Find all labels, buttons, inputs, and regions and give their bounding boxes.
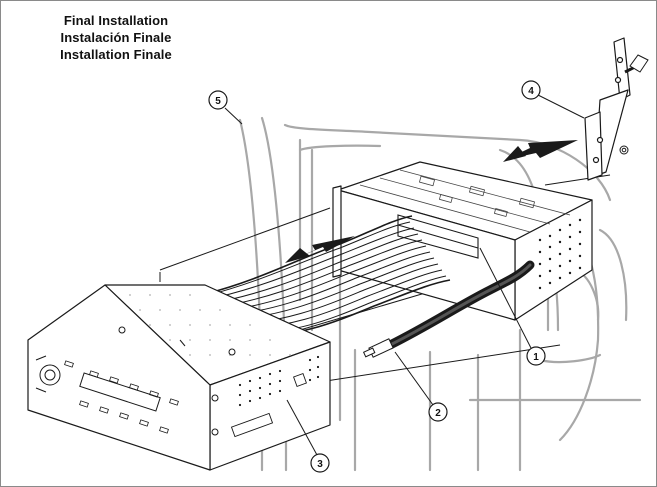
callout-2: 2 — [428, 402, 448, 422]
callout-2-label: 2 — [435, 408, 441, 419]
callout-5: 5 — [208, 90, 228, 110]
mounting-sleeve — [332, 161, 593, 321]
radio-side-label — [230, 373, 307, 438]
callout-3-label: 3 — [317, 459, 323, 470]
antenna-cable — [362, 260, 535, 358]
radio-head-unit — [27, 284, 331, 471]
callout-4-label: 4 — [528, 86, 534, 97]
volume-knob — [39, 364, 61, 386]
antenna-plug — [362, 338, 394, 358]
display-window — [79, 372, 161, 412]
radio-side-vents — [238, 355, 320, 407]
title-block: Final Installation Instalación Finale In… — [26, 12, 206, 63]
title-english: Final Installation — [63, 13, 169, 28]
callout-1: 1 — [526, 346, 546, 366]
bracket-nut — [619, 145, 629, 155]
callout-3: 3 — [310, 453, 330, 473]
title-french: Installation Finale — [60, 47, 172, 62]
radio-front-panel — [27, 284, 211, 471]
callout-leaders — [224, 94, 585, 456]
callout-1-label: 1 — [533, 352, 539, 363]
bracket-screw — [624, 54, 649, 74]
radio-top-screws — [118, 326, 236, 356]
title-spanish: Instalación Finale — [60, 30, 172, 45]
bracket-arrow — [503, 140, 578, 162]
insert-arrow — [285, 236, 355, 263]
mounting-bracket — [584, 37, 631, 181]
radio-front-details — [35, 355, 219, 436]
radio-top-texture — [129, 294, 291, 356]
callout-4: 4 — [521, 80, 541, 100]
callout-5-label: 5 — [215, 96, 221, 107]
